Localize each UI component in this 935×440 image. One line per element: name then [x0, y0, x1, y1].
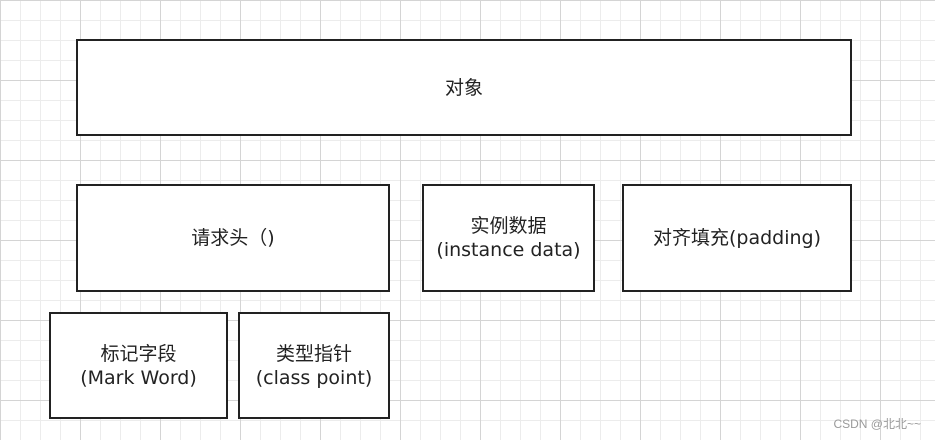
watermark: CSDN @北北~~ [833, 417, 921, 431]
class-pointer-text: 类型指针 (class point) [256, 342, 373, 390]
padding-box: 对齐填充(padding) [622, 184, 852, 292]
mark-word-label-en: (Mark Word) [80, 366, 197, 389]
object-header-box: 请求头（) [76, 184, 390, 292]
mark-word-text: 标记字段 (Mark Word) [80, 342, 197, 390]
instance-data-label-en: (instance data) [436, 239, 581, 261]
class-pointer-label-zh: 类型指针 [275, 342, 352, 365]
object-label: 对象 [444, 76, 483, 99]
instance-data-label-zh: 实例数据 [470, 215, 547, 237]
instance-data-box: 实例数据 (instance data) [422, 184, 595, 292]
object-box: 对象 [76, 39, 852, 136]
class-pointer-label-en: (class point) [255, 366, 373, 389]
mark-word-box: 标记字段 (Mark Word) [49, 312, 228, 419]
instance-data-text: 实例数据 (instance data) [436, 214, 580, 262]
class-pointer-box: 类型指针 (class point) [238, 312, 390, 419]
mark-word-label-zh: 标记字段 [100, 342, 177, 365]
object-header-label: 请求头（) [191, 227, 275, 249]
padding-label: 对齐填充(padding) [652, 227, 822, 249]
